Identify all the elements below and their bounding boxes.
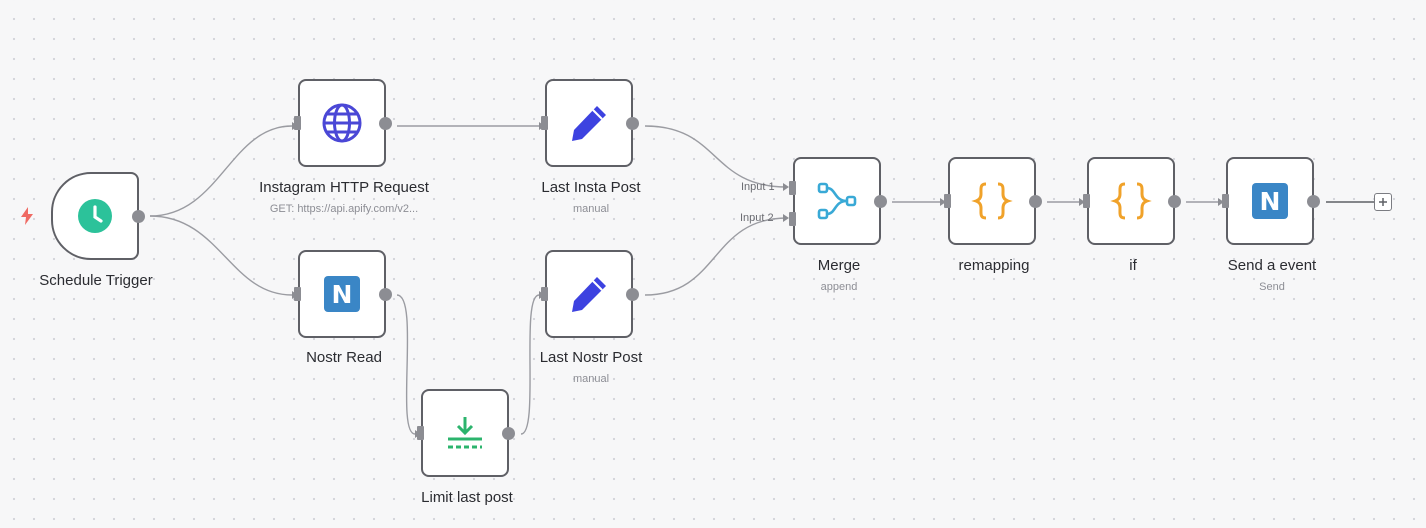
merge-input-2-port[interactable] (789, 212, 796, 226)
node-limit-last-post[interactable] (417, 389, 515, 477)
send-input-port[interactable] (1222, 194, 1229, 208)
edge-last-nostr-to-merge[interactable] (644, 217, 788, 296)
remapping-input-port[interactable] (944, 194, 951, 208)
send-a-event-subtitle: Send (1259, 281, 1285, 293)
send-a-event-badge: N (1252, 183, 1288, 219)
add-node-button[interactable] (1374, 193, 1392, 211)
nostr-read-input-port[interactable] (294, 287, 301, 301)
node-schedule-trigger[interactable] (51, 172, 145, 260)
clock-icon (74, 195, 116, 237)
braces-icon (1110, 180, 1152, 222)
merge-label: Merge (817, 257, 861, 274)
nostr-read-output-port[interactable] (379, 287, 392, 301)
pencil-icon (568, 102, 610, 144)
merge-input-1-label: Input 1 (741, 181, 775, 193)
last-insta-input-port[interactable] (541, 116, 548, 130)
last-insta-post-label: Last Insta Post (541, 179, 641, 196)
last-insta-post-subtitle: manual (572, 203, 610, 215)
trigger-bolt-icon (21, 207, 33, 225)
last-nostr-input-port[interactable] (541, 287, 548, 301)
nostr-icon: N (321, 273, 363, 315)
merge-input-1-port[interactable] (789, 181, 796, 195)
edge-trigger-to-instagram[interactable] (149, 125, 293, 217)
globe-icon (321, 102, 363, 144)
braces-icon (971, 180, 1013, 222)
limit-input-port[interactable] (417, 426, 424, 440)
edge-trigger-to-nostr-read[interactable] (149, 215, 293, 296)
node-instagram-http-request[interactable] (294, 79, 392, 167)
last-nostr-post-subtitle: manual (572, 373, 610, 385)
node-if[interactable] (1083, 157, 1181, 245)
pencil-icon (568, 273, 610, 315)
send-a-event-label: Send a event (1227, 257, 1317, 274)
instagram-http-request-label: Instagram HTTP Request (259, 179, 429, 196)
if-input-port[interactable] (1083, 194, 1090, 208)
instagram-input-port[interactable] (294, 116, 301, 130)
instagram-output-port[interactable] (379, 116, 392, 130)
limit-output-port[interactable] (502, 426, 515, 440)
merge-output-port[interactable] (874, 194, 887, 208)
last-insta-output-port[interactable] (626, 116, 639, 130)
node-last-nostr-post[interactable] (541, 250, 639, 338)
limit-icon (444, 412, 486, 454)
last-nostr-output-port[interactable] (626, 287, 639, 301)
remapping-label: remapping (958, 257, 1030, 274)
node-remapping[interactable] (944, 157, 1042, 245)
if-output-port[interactable] (1168, 194, 1181, 208)
node-last-insta-post[interactable] (541, 79, 639, 167)
merge-icon (816, 180, 858, 222)
nostr-read-badge: N (324, 276, 360, 312)
edge-last-insta-to-merge[interactable] (644, 125, 788, 188)
node-nostr-read[interactable]: N (294, 250, 392, 338)
edge-nostr-read-to-limit[interactable] (396, 294, 416, 435)
nostr-icon: N (1249, 180, 1291, 222)
limit-last-post-label: Limit last post (421, 489, 513, 506)
node-send-a-event[interactable]: N (1222, 157, 1320, 245)
node-merge[interactable] (789, 157, 887, 245)
schedule-trigger-output-port[interactable] (132, 209, 145, 223)
instagram-http-request-subtitle: GET: https://api.apify.com/v2... (269, 203, 419, 215)
schedule-trigger-label: Schedule Trigger (39, 272, 153, 289)
merge-subtitle: append (820, 281, 858, 293)
merge-input-2-label: Input 2 (740, 212, 774, 224)
edge-limit-to-last-nostr[interactable] (520, 294, 540, 435)
if-label: if (1129, 257, 1137, 274)
plus-icon (1379, 198, 1387, 206)
last-nostr-post-label: Last Nostr Post (539, 349, 643, 366)
send-output-port[interactable] (1307, 194, 1320, 208)
remapping-output-port[interactable] (1029, 194, 1042, 208)
nostr-read-label: Nostr Read (306, 349, 382, 366)
